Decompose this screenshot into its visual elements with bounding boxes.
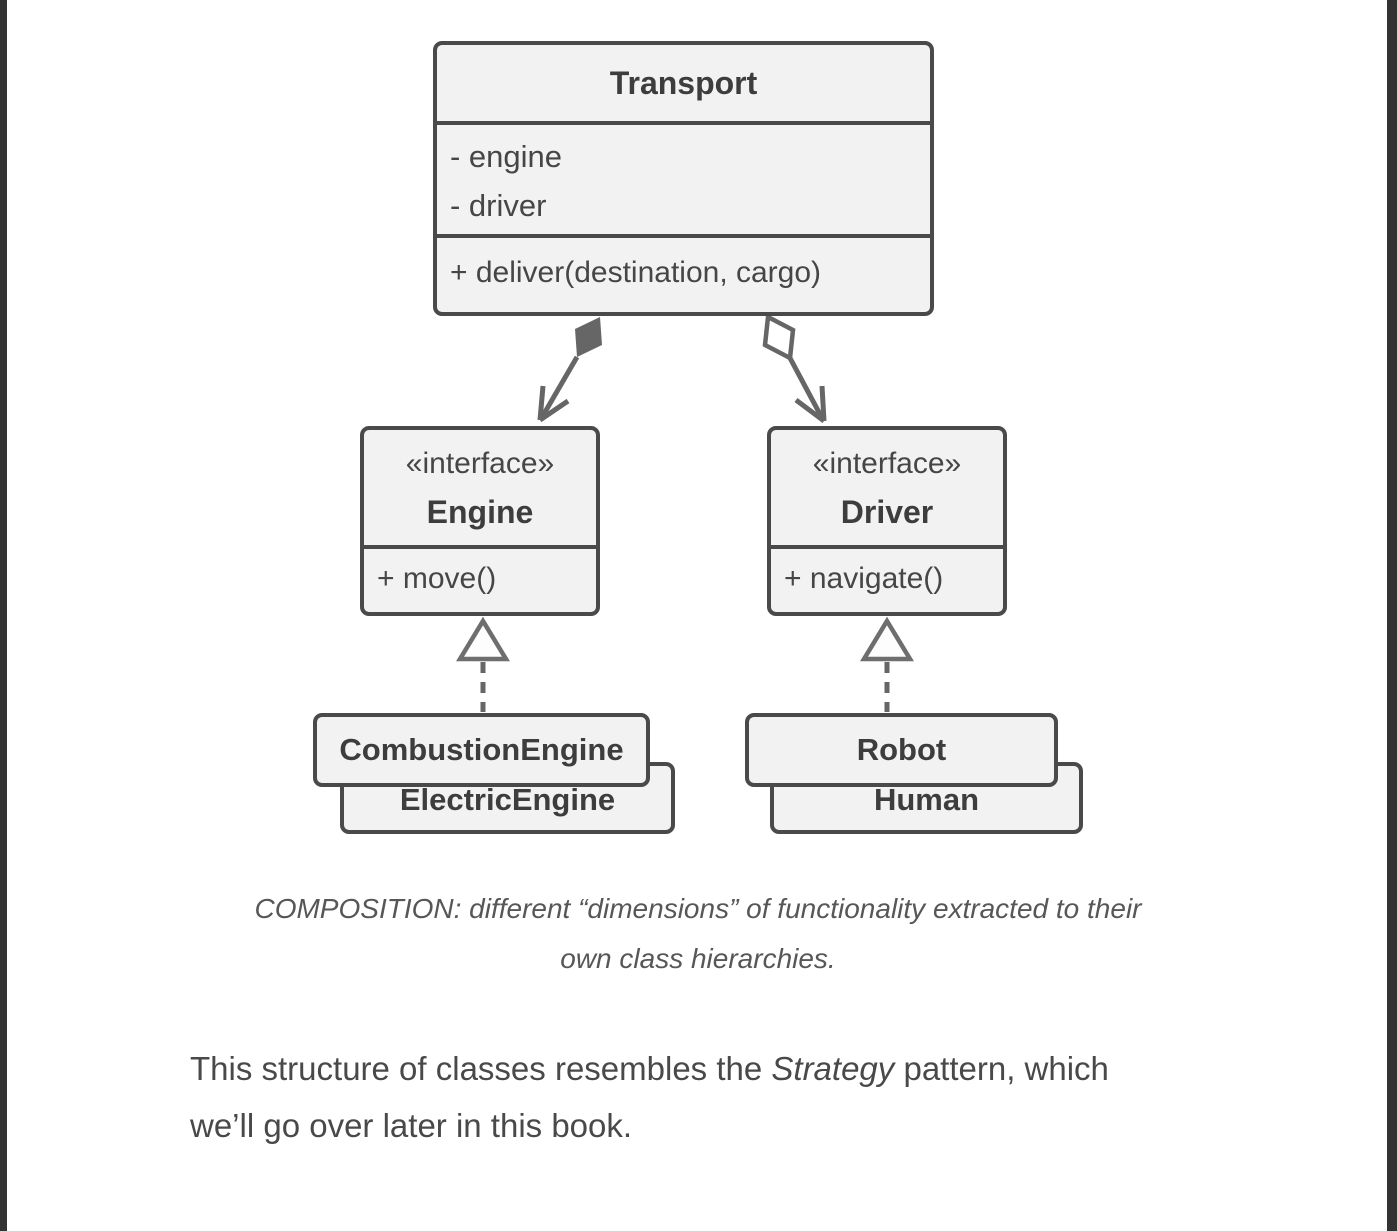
interface-method: + move() [364, 545, 596, 608]
body-text-italic: Strategy [771, 1050, 895, 1087]
page-edge-left [0, 0, 7, 1231]
interface-method: + navigate() [771, 545, 1003, 608]
interface-title-section: «interface» Engine [364, 430, 596, 545]
arrowhead-barb [819, 385, 827, 422]
aggregation-connector-driver [762, 313, 827, 423]
class-box-robot: Robot [745, 713, 1058, 787]
arrowhead-barb [537, 385, 546, 421]
interface-box-driver: «interface» Driver + navigate() [767, 426, 1007, 616]
realization-connector-driver [860, 616, 914, 712]
arrowhead-barb [794, 398, 826, 423]
figure-caption: COMPOSITION: different “dimensions” of f… [198, 884, 1198, 984]
body-text-segment: This structure of classes resembles the [190, 1050, 772, 1087]
class-field: - engine [450, 139, 563, 174]
interface-stereotype: «interface» [812, 446, 962, 480]
realization-triangle-icon [860, 616, 914, 662]
class-title: Transport [609, 64, 758, 101]
interface-box-engine: «interface» Engine + move() [360, 426, 600, 616]
page-edge-right [1387, 0, 1397, 1231]
interface-name: Engine [426, 493, 534, 530]
class-field: - driver [450, 188, 547, 223]
realization-triangle-icon [456, 616, 510, 662]
caption-line: COMPOSITION: different “dimensions” of f… [254, 893, 1142, 924]
interface-title-section: «interface» Driver [771, 430, 1003, 545]
arrowhead-barb [538, 398, 570, 423]
aggregation-diamond-icon [762, 313, 796, 362]
composition-connector-engine [537, 317, 602, 423]
interface-stereotype: «interface» [405, 446, 555, 480]
class-method: + deliver(destination, cargo) [437, 234, 930, 308]
body-text-segment: we’ll go over later in this book. [190, 1107, 633, 1144]
aggregation-line [787, 356, 825, 420]
body-text-segment: pattern, which [894, 1050, 1109, 1087]
class-box-transport: Transport - engine - driver + deliver(de… [433, 41, 934, 316]
body-paragraph: This structure of classes resembles the … [190, 1040, 1240, 1154]
realization-connector-engine [456, 616, 510, 712]
class-box-combustion-engine: CombustionEngine [313, 713, 650, 787]
class-fields-section: - engine - driver [437, 121, 930, 234]
composition-diamond-icon [575, 317, 602, 357]
interface-name: Driver [840, 493, 934, 530]
caption-line: own class hierarchies. [560, 943, 836, 974]
composition-line [538, 355, 580, 421]
